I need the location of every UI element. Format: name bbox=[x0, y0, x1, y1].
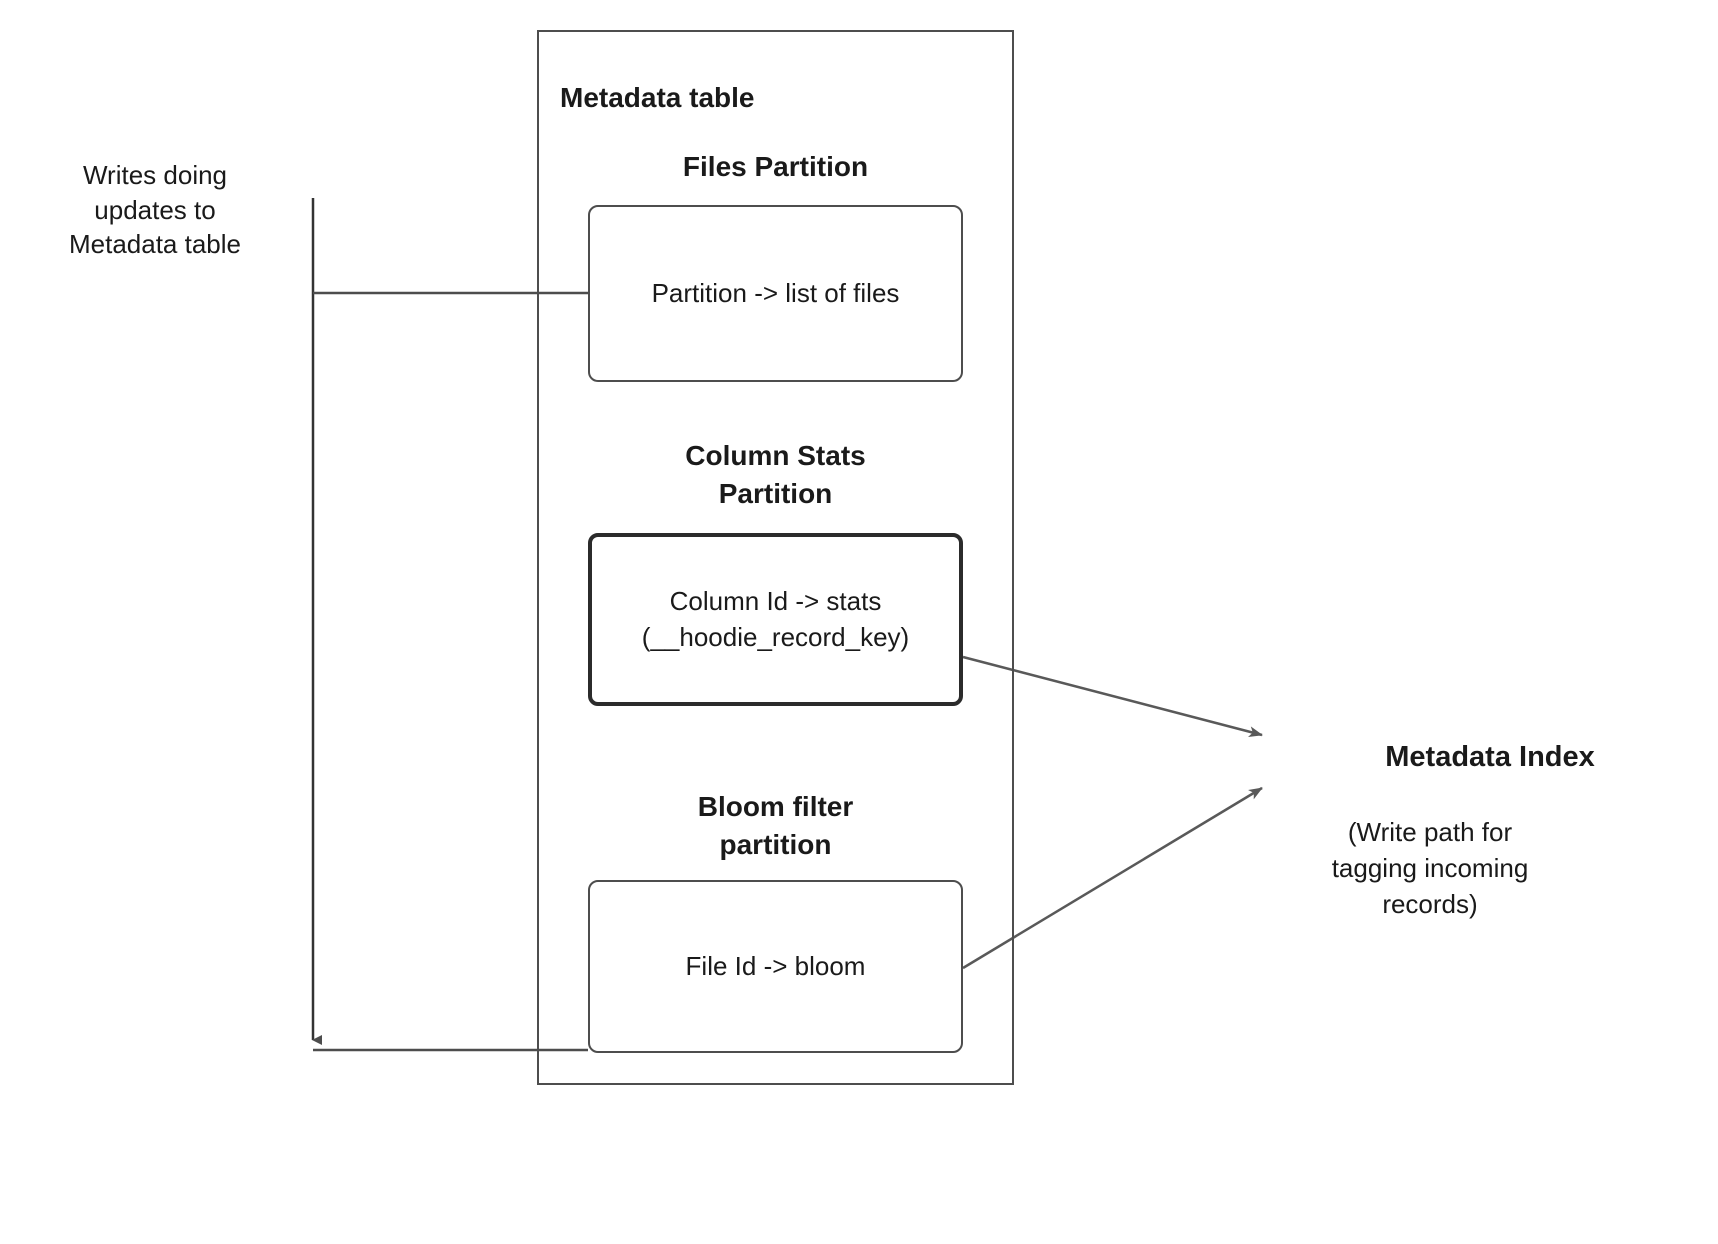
metadata-table-title: Metadata table bbox=[560, 82, 755, 113]
bloom-filter-partition-box[interactable]: File Id -> bloom bbox=[588, 880, 963, 1053]
files-partition-box-text: Partition -> list of files bbox=[651, 277, 900, 308]
column-stats-partition-box[interactable]: Column Id -> stats (__hoodie_record_key) bbox=[588, 533, 963, 706]
bloom-filter-partition-title: Bloom filter partition bbox=[697, 791, 854, 860]
metadata-index-title: Metadata Index bbox=[1385, 741, 1595, 773]
column-stats-partition-title: Column Stats Partition bbox=[685, 440, 866, 509]
files-partition-title: Files Partition bbox=[682, 151, 869, 182]
metadata-index-caption: (Write path for tagging incoming records… bbox=[1331, 817, 1529, 919]
bloom-filter-partition-box-text: File Id -> bloom bbox=[685, 950, 866, 981]
column-stats-partition-box-text: Column Id -> stats (__hoodie_record_key) bbox=[641, 586, 910, 652]
writes-note-label: Writes doing updates to Metadata table bbox=[68, 160, 241, 260]
metadata-table-container bbox=[537, 30, 1014, 1085]
files-partition-box[interactable]: Partition -> list of files bbox=[588, 205, 963, 382]
